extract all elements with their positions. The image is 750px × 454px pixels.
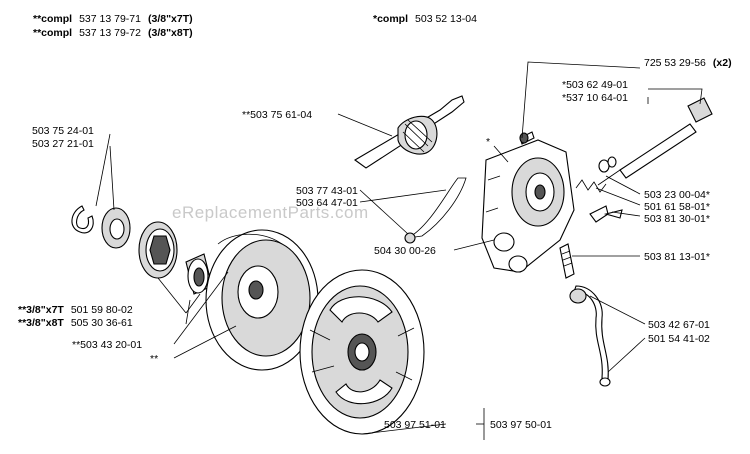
label-503-97-50-01: 503 97 50-01 (490, 419, 552, 431)
oil-pipe-bend (404, 177, 467, 244)
label-double-asterisk-drum: ** (150, 353, 158, 365)
label-503-81-13-01: 503 81 13-01* (644, 251, 710, 263)
header-right: *compl 503 52 13-04 (373, 9, 477, 26)
washer (101, 207, 131, 249)
label-503-81-30-01: 503 81 30-01* (644, 213, 710, 225)
label-503-62-49-01: *503 62 49-01 (562, 79, 628, 91)
leader-lines (95, 61, 703, 440)
label-503-77-43-01: 503 77 43-01 (296, 185, 358, 197)
adjuster-screw (559, 243, 575, 279)
label-503-23-00-04: 503 23 00-04* (644, 189, 710, 201)
rim-sprocket (138, 221, 178, 279)
header-line-2: **compl 537 13 79-72 (3/8"x8T) (33, 23, 193, 40)
label-503-42-67-01: 503 42 67-01 (648, 319, 710, 331)
label-501-59-80-02: **3/8"x7T 501 59 80-02 (18, 300, 133, 317)
clutch-drum (205, 229, 319, 371)
label-537-10-64-01: *537 10 64-01 (562, 92, 628, 104)
label-504-30-00-26: 504 30 00-26 (374, 245, 436, 257)
bracket (589, 205, 623, 223)
label-503-43-20-01: **503 43 20-01 (72, 339, 142, 351)
oil-hose (569, 285, 611, 387)
label-503-75-24-01: 503 75 24-01 (32, 125, 94, 137)
label-503-27-21-01: 503 27 21-01 (32, 138, 94, 150)
label-725-53-29-56: 725 53 29-56 (x2) (644, 53, 732, 70)
oil-pump-drive-gear (353, 95, 465, 169)
label-505-30-36-61: **3/8"x8T 505 30 36-61 (18, 313, 133, 330)
spring-and-seals (575, 156, 617, 193)
label-501-54-41-02: 501 54 41-02 (648, 333, 710, 345)
header-line-1: **compl 537 13 79-71 (3/8"x7T) (33, 9, 193, 26)
pump-piston (597, 97, 713, 186)
clutch-assembly (299, 269, 425, 435)
oil-pump-housing (481, 139, 575, 273)
label-asterisk-housing: * (486, 136, 490, 148)
label-503-64-47-01: 503 64 47-01 (296, 197, 358, 209)
label-501-61-58-01: 501 61 58-01* (644, 201, 710, 213)
needle-bearing (185, 253, 213, 295)
circlip (71, 205, 94, 234)
watermark: eReplacementParts.com (172, 203, 369, 222)
label-503-75-61-04: **503 75 61-04 (242, 109, 312, 121)
label-503-97-51-01: 503 97 51-01 (384, 419, 446, 431)
